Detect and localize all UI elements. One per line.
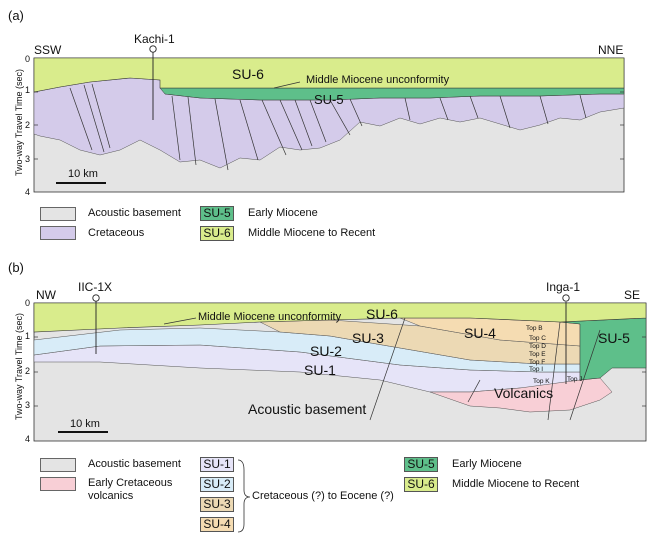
panel-b-tick-1: 1 (24, 331, 30, 341)
panel-b-su6-label: SU-6 (366, 306, 398, 322)
panel-b-volcanics-label: Volcanics (494, 385, 554, 401)
well-inga-1-label: Inga-1 (546, 280, 581, 294)
legend-b-su5-box: SU-5 (404, 457, 438, 472)
panel-b-tick-4: 4 (24, 434, 30, 444)
legend-b-volcanics-swatch (40, 477, 76, 491)
legend-b-basement-label: Acoustic basement (88, 458, 181, 470)
panel-b-su5-label: SU-5 (598, 330, 630, 346)
panel-a-label: (a) (8, 8, 24, 23)
legend-a-su6-box: SU-6 (200, 226, 234, 241)
legend-a-cretaceous-label: Cretaceous (88, 227, 145, 239)
legend-b-brace (237, 459, 251, 533)
panel-b-volcanics (429, 377, 613, 413)
panel-b-tick-3: 3 (24, 400, 30, 410)
panel-b-section (33, 294, 647, 442)
panel-b-label: (b) (8, 260, 24, 275)
top-d-label: Top D (529, 343, 546, 350)
panel-b-tick-2: 2 (24, 366, 30, 376)
legend-b-su6-desc: Middle Miocene to Recent (452, 478, 580, 490)
panel-b-su3-label: SU-3 (352, 330, 384, 346)
legend-b-su1-box: SU-1 (200, 457, 234, 472)
panel-b-su4-label: SU-4 (464, 325, 496, 341)
direction-se: SE (624, 288, 641, 302)
panel-a-scale-label: 10 km (68, 168, 98, 180)
panel-a-tick-2: 2 (24, 120, 30, 130)
legend-a-basement-label: Acoustic basement (88, 207, 181, 219)
panel-b-unconformity-pointer (163, 317, 197, 325)
legend-a-cretaceous-swatch (40, 226, 76, 240)
panel-b-su3 (259, 319, 581, 365)
panel-a-tick-3: 3 (24, 154, 30, 164)
panel-a-su5-label: SU-5 (314, 92, 344, 107)
top-j-label: Top J (567, 376, 583, 383)
legend-a-su5-desc: Early Miocene (248, 207, 318, 219)
panel-b-su1-label: SU-1 (304, 362, 336, 378)
panel-b-basement-label: Acoustic basement (248, 401, 367, 417)
panel-a-section (33, 45, 625, 193)
well-iic-1x-symbol (92, 294, 100, 302)
legend-b-su6-box: SU-6 (404, 477, 438, 492)
top-i-label: Top I (529, 366, 544, 373)
top-e-label: Top E (529, 351, 546, 358)
top-f-label: Top F (529, 359, 546, 366)
legend-a-basement-swatch (40, 207, 76, 221)
panel-a-tick-4: 4 (24, 187, 30, 197)
panel-b-ticks (34, 336, 646, 407)
panel-b-scale-label: 10 km (70, 418, 100, 430)
top-b-label: Top B (526, 325, 543, 332)
direction-nne: NNE (598, 43, 624, 57)
legend-a-su5-box: SU-5 (200, 206, 234, 221)
top-c-label: Top C (529, 335, 546, 342)
panel-b-unconformity-label: Middle Miocene unconformity (198, 311, 342, 323)
well-inga-1-symbol (562, 294, 570, 302)
top-k-label: Top K (533, 378, 550, 385)
panel-b-su2-label: SU-2 (310, 343, 342, 359)
direction-nw: NW (36, 288, 56, 302)
panel-b-tick-0: 0 (24, 298, 30, 308)
panel-a-right-ticks (34, 91, 624, 160)
legend-b-cretaceous-eocene-label: Cretaceous (?) to Eocene (?) (252, 490, 394, 502)
legend-b-volcanics-label: Early Cretaceous volcanics (88, 477, 173, 502)
panel-b-faults (369, 317, 601, 421)
legend-a-su6-desc: Middle Miocene to Recent (248, 227, 376, 239)
legend-b-su4-box: SU-4 (200, 517, 234, 532)
legend-b-su5-desc: Early Miocene (452, 458, 522, 470)
panel-a-su5 (159, 87, 625, 101)
panel-a-tick-1: 1 (24, 85, 30, 95)
panel-a-tick-0: 0 (24, 54, 30, 64)
well-kachi-1-symbol (149, 45, 157, 53)
legend-b-basement-swatch (40, 458, 76, 472)
panel-a-su6-label: SU-6 (232, 66, 264, 82)
legend-b-su3-box: SU-3 (200, 497, 234, 512)
panel-a-unconformity-pointer (273, 81, 301, 89)
panel-a-faults (69, 83, 587, 171)
well-iic-1x-label: IIC-1X (78, 280, 113, 294)
direction-ssw: SSW (34, 43, 62, 57)
well-kachi-1-label: Kachi-1 (134, 32, 175, 46)
panel-a-unconformity-label: Middle Miocene unconformity (306, 74, 450, 86)
legend-b-su2-box: SU-2 (200, 477, 234, 492)
panel-b-su6 (33, 302, 647, 333)
panel-a-su6 (33, 57, 625, 93)
panel-b-su5 (559, 317, 647, 381)
